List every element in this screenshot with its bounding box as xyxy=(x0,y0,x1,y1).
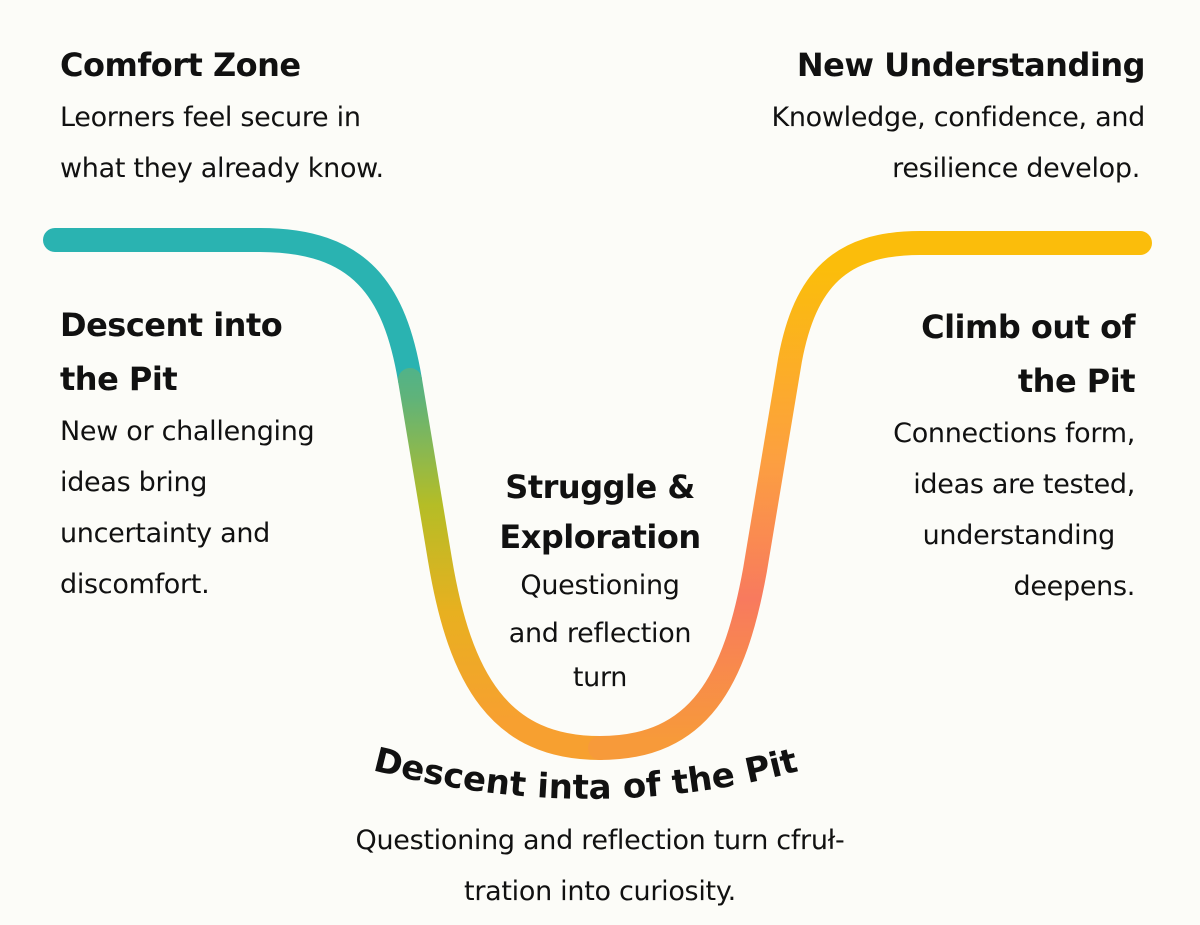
curve-segment-descent xyxy=(398,368,612,760)
struggle-title: Struggle & xyxy=(505,468,695,506)
climb-title: the Pit xyxy=(1017,362,1136,400)
climb-desc-line: understanding xyxy=(922,520,1116,551)
struggle-desc-line: and reflection xyxy=(508,618,692,649)
climb-block: Climb out of the Pit Connections form, i… xyxy=(893,300,1135,612)
comfort-zone-block: Comfort Zone Leorners feel secure in wha… xyxy=(60,38,384,194)
struggle-block: Struggle & Exploration Questioning and r… xyxy=(450,462,750,698)
comfort-desc-line: Leorners feel secure in xyxy=(60,102,361,133)
descent-desc-line: ideas bring xyxy=(60,467,208,498)
bottom-desc-line: tration into curiosity. xyxy=(464,876,736,907)
descent-title: Descent into xyxy=(60,306,283,344)
descent-title: the Pit xyxy=(60,360,178,398)
descent-desc-line: uncertainty and xyxy=(60,518,270,549)
new-understanding-title: New Understanding xyxy=(796,46,1146,84)
climb-desc-line: Connections form, xyxy=(893,418,1135,449)
struggle-desc-line: turn xyxy=(572,662,628,693)
curve-segment-comfort xyxy=(43,228,422,392)
bottom-desc-line: Questioning and reflection turn cfruł- xyxy=(355,825,845,856)
struggle-title: Exploration xyxy=(499,518,701,556)
climb-title: Climb out of xyxy=(921,308,1135,346)
curve-segment-climb xyxy=(588,231,1152,760)
bottom-block: Questioning and reflection turn cfruł- t… xyxy=(280,815,920,917)
descent-desc-line: discomfort. xyxy=(60,569,210,600)
descent-desc-line: New or challenging xyxy=(60,416,315,447)
climb-desc-line: deepens. xyxy=(1013,571,1136,602)
comfort-desc-line: what they already know. xyxy=(60,153,384,184)
new-understanding-desc-line: resilience develop. xyxy=(892,153,1140,184)
new-understanding-desc-line: Knowledge, confidence, and xyxy=(771,102,1145,133)
descent-block: Descent into the Pit New or challenging … xyxy=(60,298,315,610)
new-understanding-block: New Understanding Knowledge, confidence,… xyxy=(771,38,1145,194)
comfort-zone-title: Comfort Zone xyxy=(60,46,301,84)
climb-desc-line: ideas are tested, xyxy=(913,469,1135,500)
struggle-desc-line: Questioning xyxy=(520,570,680,601)
